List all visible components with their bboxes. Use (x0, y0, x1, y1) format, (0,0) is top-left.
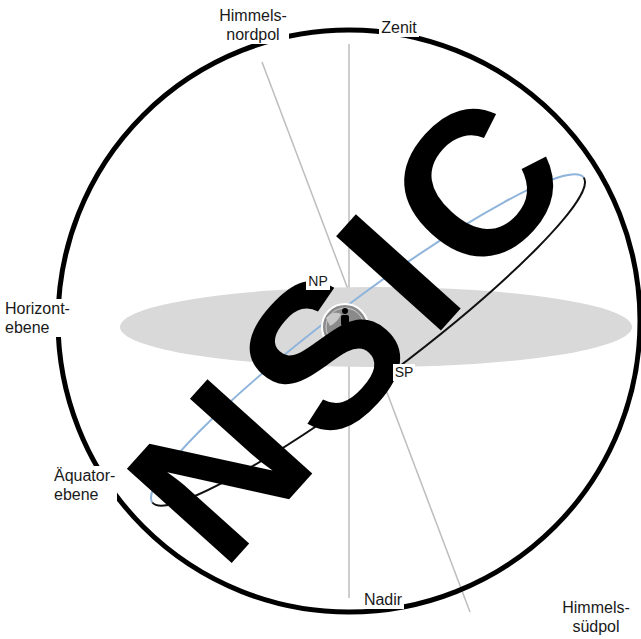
nadir-label: Nadir (362, 590, 404, 609)
plane-label: Äquator- ebene (52, 466, 117, 504)
sphere-outline (58, 30, 640, 612)
zenith-label: Zenit (379, 18, 419, 37)
pole-label: Himmels- nordpol (217, 6, 289, 44)
pole-label: Himmels- südpol (560, 598, 632, 636)
pole-marker: NP (306, 273, 329, 290)
pole-marker: SP (393, 364, 416, 381)
plane-label: Horizont- ebene (3, 299, 72, 337)
